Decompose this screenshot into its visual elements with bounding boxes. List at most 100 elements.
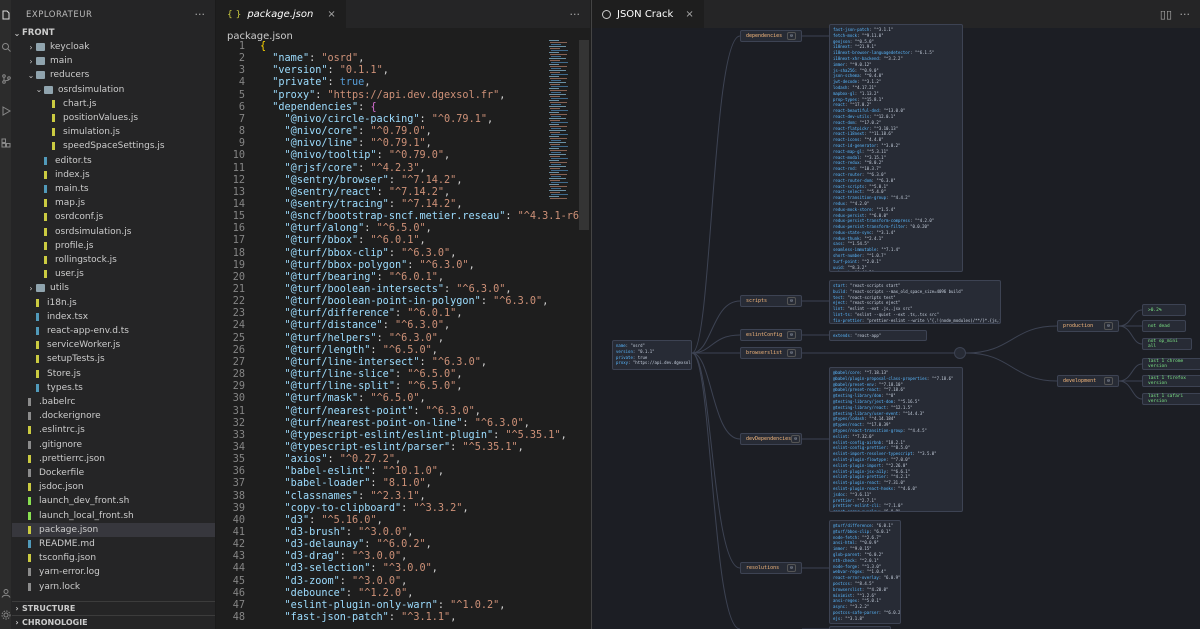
code-line[interactable]: 5 "proxy": "https://api.dev.dgexsol.fr", (217, 89, 547, 104)
tree-file[interactable]: tsconfig.json (12, 551, 215, 565)
code-line[interactable]: 22 "@turf/boolean-point-in-polygon": "^6… (217, 295, 549, 310)
more-actions-icon[interactable]: ··· (194, 8, 206, 21)
tree-file[interactable]: user.js (12, 267, 215, 281)
minimap[interactable] (547, 40, 579, 200)
node-production[interactable]: production⊖ (1057, 320, 1119, 332)
tree-file[interactable]: serviceWorker.js (12, 338, 215, 352)
tree-file[interactable]: rollingstock.js (12, 253, 215, 267)
tree-file[interactable]: i18n.js (12, 296, 215, 310)
code-line[interactable]: 47 "eslint-plugin-only-warn": "^1.0.2", (217, 599, 547, 614)
tree-file[interactable]: profile.js (12, 239, 215, 253)
code-line[interactable]: 21 "@turf/boolean-intersects": "^6.3.0", (217, 283, 547, 298)
more-actions-icon[interactable]: ··· (569, 8, 581, 21)
code-line[interactable]: 28 "@turf/line-slice": "^6.5.0", (217, 368, 547, 383)
collapse-icon[interactable]: ⊖ (1103, 377, 1113, 385)
code-line[interactable]: 26 "@turf/length": "^6.5.0", (217, 344, 547, 359)
code-line[interactable]: 34 "@typescript-eslint/parser": "^5.35.1… (217, 441, 547, 456)
tree-folder[interactable]: ›utils (12, 281, 215, 295)
code-line[interactable]: 31 "@turf/nearest-point": "^6.3.0", (217, 405, 547, 420)
code-line[interactable]: 36 "babel-eslint": "^10.1.0", (217, 465, 547, 480)
extensions-icon[interactable] (1, 138, 11, 148)
tree-file[interactable]: react-app-env.d.ts (12, 324, 215, 338)
account-icon[interactable] (1, 588, 11, 598)
code-line[interactable]: 3 "version": "0.1.1", (217, 64, 547, 79)
code-line[interactable]: 20 "@turf/bearing": "^6.0.1", (217, 271, 547, 286)
code-line[interactable]: 30 "@turf/mask": "^6.5.0", (217, 392, 547, 407)
node-development-1[interactable]: last 1 firefox version (1142, 375, 1200, 387)
code-line[interactable]: 29 "@turf/line-split": "^6.5.0", (217, 380, 547, 395)
tree-file[interactable]: map.js (12, 196, 215, 210)
vertical-scrollbar[interactable] (579, 40, 589, 230)
code-line[interactable]: 1{ (217, 40, 547, 55)
node-root[interactable]: name: "osrd"version: "0.1.1"private: tru… (612, 340, 692, 370)
code-line[interactable]: 33 "@typescript-eslint/eslint-plugin": "… (217, 429, 567, 444)
code-line[interactable]: 8 "@nivo/core": "^0.79.0", (217, 125, 547, 140)
code-line[interactable]: 42 "d3-delaunay": "^6.0.2", (217, 538, 547, 553)
tree-file[interactable]: .prettierrc.json (12, 452, 215, 466)
tree-file[interactable]: README.md (12, 537, 215, 551)
code-line[interactable]: 44 "d3-selection": "^3.0.0", (217, 562, 547, 577)
tree-file[interactable]: .gitignore (12, 438, 215, 452)
tab-json-crack[interactable]: JSON Crack × (592, 0, 704, 28)
tree-folder[interactable]: ›main (12, 54, 215, 68)
code-line[interactable]: 9 "@nivo/line": "^0.79.1", (217, 137, 547, 152)
tab-package-json[interactable]: { } package.json × (217, 0, 346, 28)
tree-file[interactable]: index.tsx (12, 310, 215, 324)
search-icon[interactable] (1, 42, 11, 52)
tree-file[interactable]: speedSpaceSettings.js (12, 139, 215, 153)
tree-file[interactable]: launch_dev_front.sh (12, 494, 215, 508)
timeline-section[interactable]: › CHRONOLOGIE (12, 615, 215, 629)
code-line[interactable]: 39 "copy-to-clipboard": "^3.3.2", (217, 502, 547, 517)
node-browserslist[interactable]: browserslist⊖ (740, 347, 802, 359)
code-line[interactable]: 35 "axios": "^0.27.2", (217, 453, 547, 468)
node-devdependencies[interactable]: devDependencies⊖ (740, 433, 802, 445)
node-development-2[interactable]: last 1 safari version (1142, 393, 1200, 405)
tree-file[interactable]: types.ts (12, 381, 215, 395)
node-resolutions[interactable]: resolutions⊖ (740, 562, 802, 574)
code-line[interactable]: 25 "@turf/helpers": "^6.3.0", (217, 332, 547, 347)
tree-file[interactable]: yarn.lock (12, 580, 215, 594)
breadcrumb[interactable]: package.json (217, 28, 590, 44)
collapse-icon[interactable]: ⊖ (786, 32, 796, 40)
code-line[interactable]: 41 "d3-brush": "^3.0.0", (217, 526, 547, 541)
tree-folder[interactable]: ›keycloak (12, 40, 215, 54)
close-icon[interactable]: × (327, 9, 336, 20)
tree-file[interactable]: .eslintrc.js (12, 423, 215, 437)
node-scripts[interactable]: scripts⊖ (740, 295, 802, 307)
collapse-icon[interactable]: ⊖ (786, 349, 796, 357)
code-line[interactable]: 4 "private": true, (217, 76, 547, 91)
tree-file[interactable]: index.js (12, 168, 215, 182)
code-line[interactable]: 48 "fast-json-patch": "^3.1.1", (217, 611, 547, 626)
code-line[interactable]: 37 "babel-loader": "8.1.0", (217, 477, 547, 492)
tree-file[interactable]: osrdconf.js (12, 210, 215, 224)
tree-file[interactable]: main.ts (12, 182, 215, 196)
tree-file[interactable]: editor.ts (12, 154, 215, 168)
tree-file[interactable]: simulation.js (12, 125, 215, 139)
code-line[interactable]: 12 "@sentry/browser": "^7.14.2", (217, 174, 547, 189)
node-dependencies-values[interactable]: fast-json-patch: "^3.1.1"fetch-mock: "^9… (829, 24, 963, 272)
tree-file[interactable]: .dockerignore (12, 409, 215, 423)
code-line[interactable]: 2 "name": "osrd", (217, 52, 547, 67)
tree-file[interactable]: Store.js (12, 367, 215, 381)
code-line[interactable]: 45 "d3-zoom": "^3.0.0", (217, 575, 547, 590)
tree-file[interactable]: positionValues.js (12, 111, 215, 125)
code-line[interactable]: 23 "@turf/difference": "^6.0.1", (217, 307, 547, 322)
files-icon[interactable] (1, 10, 11, 20)
node-eslintconfig[interactable]: eslintConfig⊖ (740, 329, 802, 341)
node-resolutions-values[interactable]: @turf/difference: "6.0.1"@turf/bbox-clip… (829, 520, 901, 624)
tree-file[interactable]: yarn-error.log (12, 565, 215, 579)
tree-file[interactable]: osrdsimulation.js (12, 225, 215, 239)
collapse-icon[interactable]: ⊖ (1103, 322, 1113, 330)
code-line[interactable]: 11 "@rjsf/core": "^4.2.3", (217, 162, 547, 177)
node-production-1[interactable]: not dead (1142, 320, 1186, 332)
tree-file[interactable]: jsdoc.json (12, 480, 215, 494)
split-editor-icon[interactable]: ▯▯ (1159, 8, 1172, 21)
code-line[interactable]: 19 "@turf/bbox-polygon": "^6.3.0", (217, 259, 547, 274)
code-line[interactable]: 17 "@turf/bbox": "^6.0.1", (217, 234, 547, 249)
code-line[interactable]: 13 "@sentry/react": "^7.14.2", (217, 186, 547, 201)
explorer-section-front[interactable]: ⌄ FRONT (12, 26, 215, 40)
collapse-icon[interactable]: ⊖ (786, 564, 796, 572)
run-debug-icon[interactable] (1, 106, 11, 116)
node-production-0[interactable]: >0.2% (1142, 304, 1186, 316)
code-line[interactable]: 40 "d3": "^5.16.0", (217, 514, 547, 529)
